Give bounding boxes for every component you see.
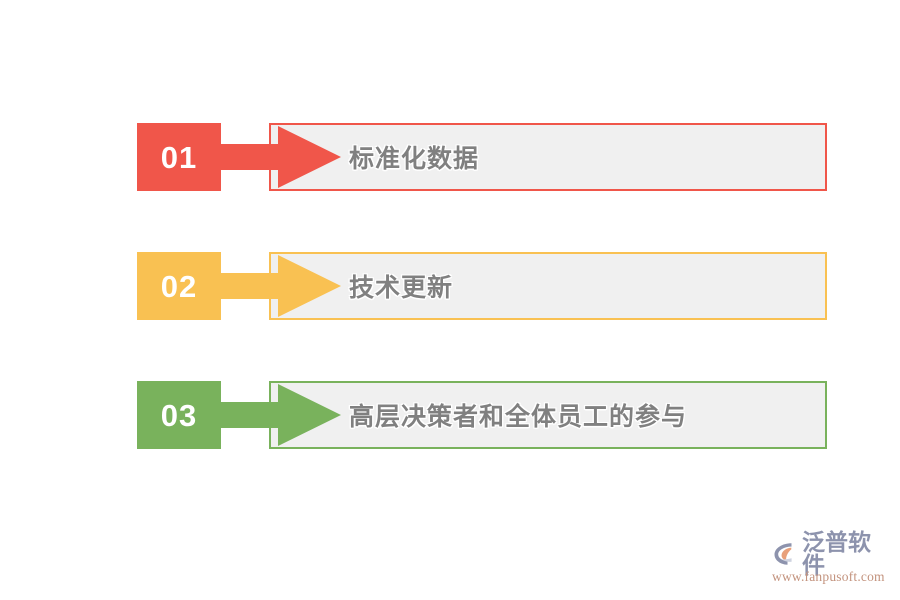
step-panel [269, 123, 827, 191]
arrow-icon [215, 381, 341, 449]
step-number: 01 [160, 139, 198, 175]
step-number-box: 01 [137, 123, 221, 191]
arrow-icon [215, 252, 341, 320]
fanpu-logo-icon [770, 539, 800, 569]
watermark-url-text: www.fanpusoft.com [772, 569, 885, 584]
step-label: 标准化数据 [349, 145, 480, 173]
arrow-icon [215, 123, 341, 191]
step-panel [269, 252, 827, 320]
step-number-box: 02 [137, 252, 221, 320]
step-label: 高层决策者和全体员工的参与 [349, 403, 688, 431]
step-number-box: 03 [137, 381, 221, 449]
step-number: 03 [160, 397, 198, 433]
step-label: 技术更新 [349, 274, 454, 302]
infographic-row: 02 技术更新 [137, 252, 827, 322]
watermark-logo: 泛普软件 www.fanpusoft.com [770, 531, 892, 589]
infographic-row: 03 高层决策者和全体员工的参与 [137, 381, 827, 451]
watermark-brand-row: 泛普软件 [770, 531, 892, 577]
step-panel [269, 381, 827, 449]
step-number: 02 [160, 268, 198, 304]
watermark-brand-text: 泛普软件 [802, 529, 871, 578]
infographic-row: 01 标准化数据 [137, 123, 827, 193]
